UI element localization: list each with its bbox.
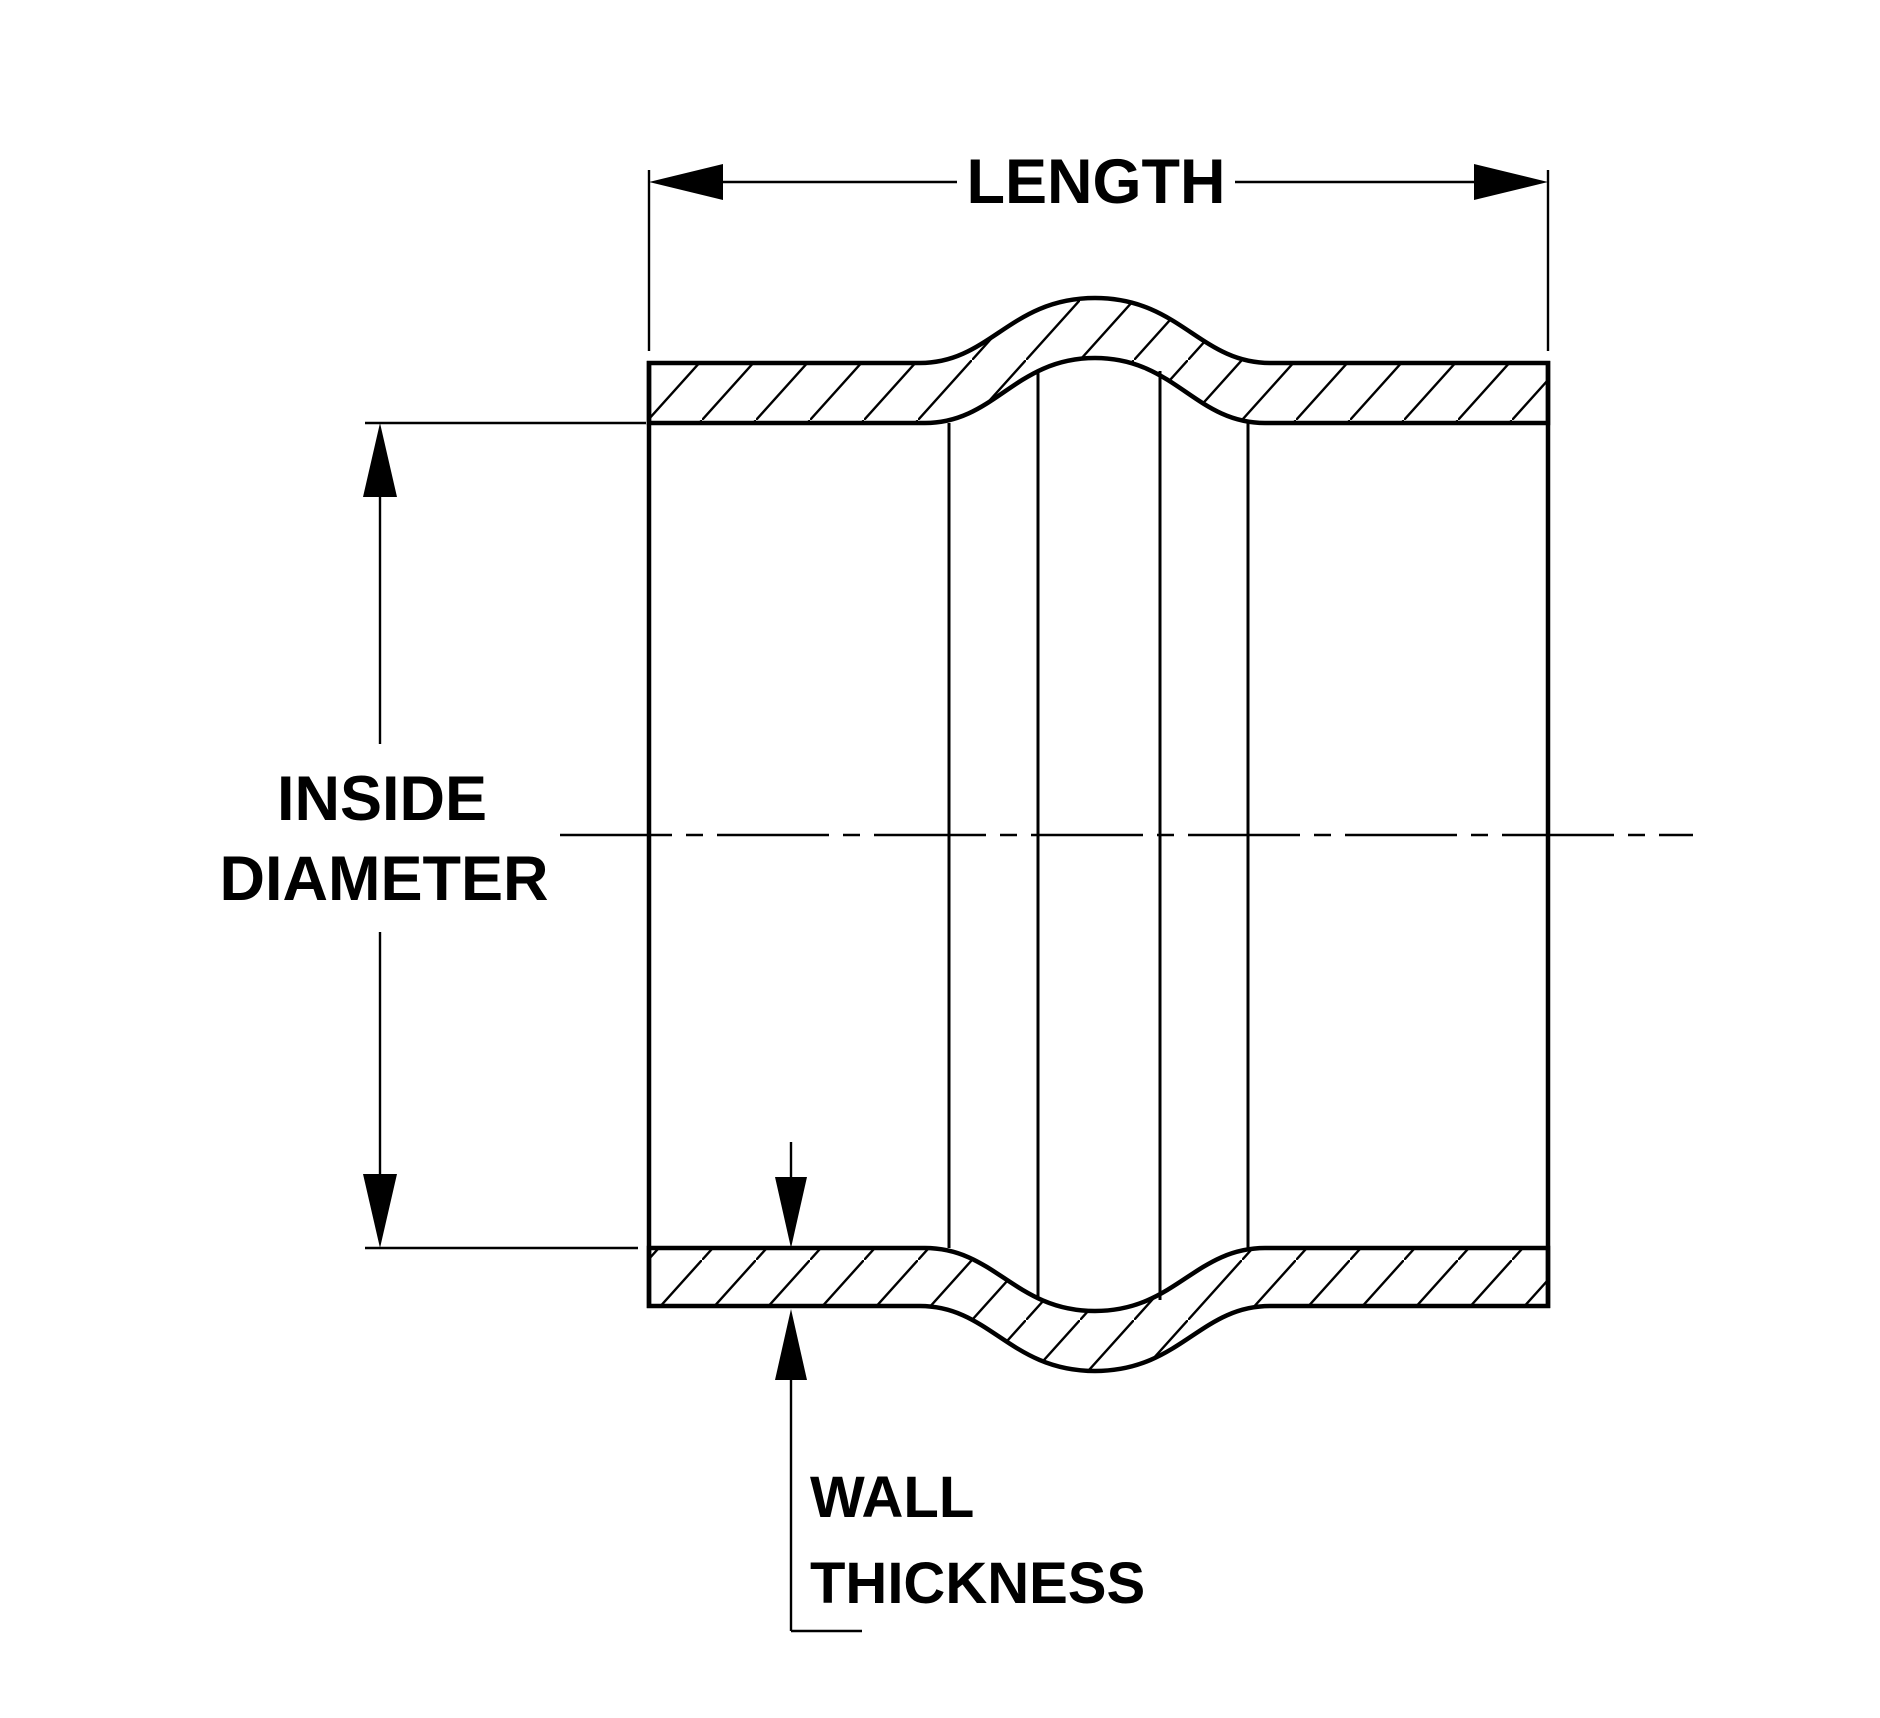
wall-thickness-arrowhead-down-icon [775, 1177, 807, 1248]
coupler-top-wall [646, 295, 1551, 426]
wall-thickness-label-line1: WALL [810, 1465, 974, 1530]
inside-diameter-arrowhead-down-icon [363, 1174, 397, 1248]
wall-thickness-label-line2: THICKNESS [810, 1551, 1145, 1616]
length-label: LENGTH [967, 147, 1226, 217]
length-arrowhead-right-icon [1474, 164, 1548, 200]
inside-diameter-arrowhead-up-icon [363, 423, 397, 497]
wall-thickness-arrowhead-up-icon [775, 1309, 807, 1380]
inside-diameter-dimension: INSIDE DIAMETER [220, 421, 646, 1250]
length-dimension: LENGTH [647, 147, 1550, 351]
length-arrowhead-left-icon [649, 164, 723, 200]
coupler-outline [646, 295, 1551, 1374]
inside-diameter-label-line1: INSIDE [277, 764, 487, 834]
inside-diameter-label-line2: DIAMETER [220, 844, 549, 914]
wall-thickness-dimension: WALL THICKNESS [775, 1142, 1145, 1633]
